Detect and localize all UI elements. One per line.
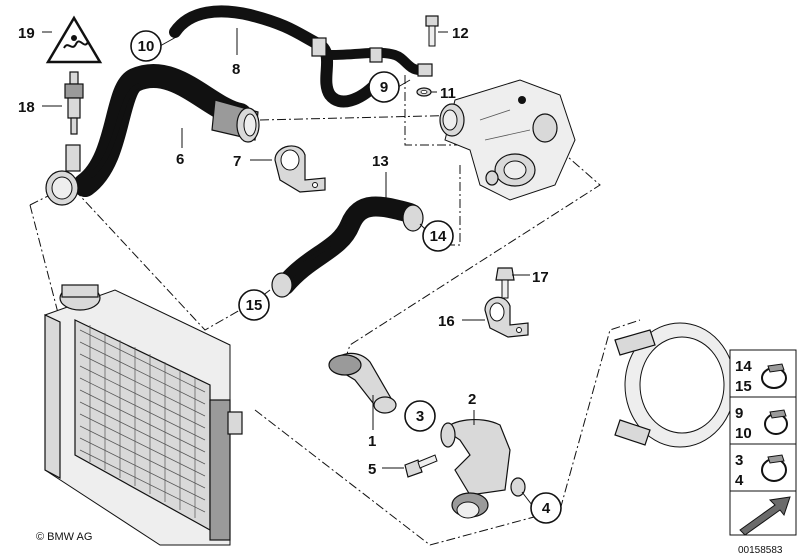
fan-shroud-ring — [614, 322, 736, 448]
callout-17: 17 — [532, 269, 549, 286]
hose-6 — [45, 64, 260, 206]
callout-19: 19 — [18, 25, 35, 42]
clamp-legend-panel: 14 15 9 10 3 4 — [729, 349, 797, 536]
hose-8 — [169, 5, 433, 108]
bolt-12 — [425, 15, 439, 47]
callout-3: 3 — [416, 408, 424, 425]
hose-clamp-icon — [761, 363, 787, 389]
warning-label-icon — [45, 15, 103, 64]
callout-4-circle: 4 — [530, 492, 562, 524]
callout-labels: 19 18 10 8 12 11 9 6 7 13 14 15 17 16 1 … — [18, 25, 562, 524]
callout-14-circle: 14 — [422, 220, 454, 252]
pipe-2 — [440, 418, 526, 519]
callout-12: 12 — [452, 25, 469, 42]
callout-7: 7 — [233, 153, 241, 170]
panel-label-10: 10 — [735, 425, 752, 442]
callout-9: 9 — [380, 79, 388, 96]
bracket-16 — [484, 296, 529, 338]
panel-label-9: 9 — [735, 405, 743, 422]
callout-11: 11 — [440, 85, 456, 102]
callout-10: 10 — [138, 38, 155, 55]
bracket-7 — [274, 145, 326, 193]
thermostat-housing — [439, 79, 576, 201]
radiator — [44, 284, 243, 546]
callout-9-circle: 9 — [368, 71, 400, 103]
direction-arrow-icon — [739, 496, 791, 536]
copyright-text: © BMW AG — [36, 531, 92, 543]
hose-clamp-icon — [764, 409, 788, 435]
panel-label-14: 14 — [735, 358, 752, 375]
callout-14: 14 — [430, 228, 447, 245]
callout-2: 2 — [468, 391, 476, 408]
pipe-1 — [328, 352, 397, 414]
hose-clamp-icon — [761, 454, 787, 482]
callout-10-circle: 10 — [130, 30, 162, 62]
callout-8: 8 — [232, 61, 240, 78]
panel-label-4: 4 — [735, 472, 744, 489]
callout-13: 13 — [372, 153, 389, 170]
callout-18: 18 — [18, 99, 35, 116]
panel-label-15: 15 — [735, 378, 752, 395]
bolt-17 — [495, 267, 515, 299]
washer-11 — [416, 87, 432, 97]
callout-16: 16 — [438, 313, 455, 330]
hose-13 — [271, 196, 424, 298]
callout-15-circle: 15 — [238, 289, 270, 321]
callout-4: 4 — [542, 500, 551, 517]
callout-6: 6 — [176, 151, 184, 168]
bolt-5 — [404, 454, 438, 478]
document-number: 00158583 — [738, 545, 783, 556]
callout-15: 15 — [246, 297, 263, 314]
temperature-sensor — [64, 71, 84, 135]
callout-3-circle: 3 — [404, 400, 436, 432]
callout-5: 5 — [368, 461, 376, 478]
callout-1: 1 — [368, 433, 376, 450]
panel-label-3: 3 — [735, 452, 743, 469]
